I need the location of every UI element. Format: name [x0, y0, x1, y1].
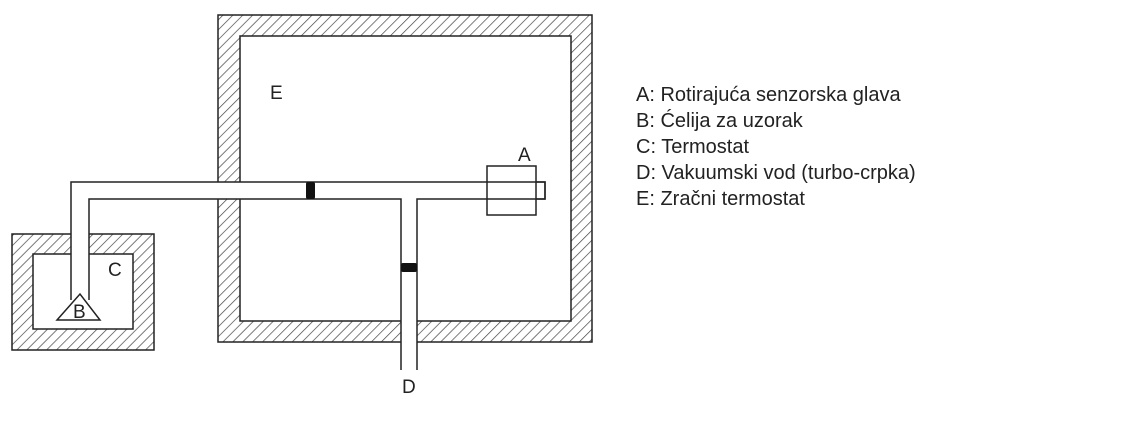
legend-item-d: D: Vakuumski vod (turbo-crpka)	[636, 162, 916, 184]
legend-item-a: A: Rotirajuća senzorska glava	[636, 84, 901, 106]
vacuum-tube	[401, 182, 417, 370]
rotating-sensor-head	[486, 165, 546, 216]
valve-vertical	[401, 263, 417, 272]
legend-item-c: C: Termostat	[636, 136, 749, 158]
sample-cell	[55, 292, 102, 321]
sample-tube	[71, 182, 89, 300]
label-c: C	[108, 260, 122, 281]
air-thermostat-chamber	[217, 14, 593, 343]
label-a: A	[518, 145, 531, 166]
label-e: E	[270, 83, 283, 104]
thermostat-box	[11, 233, 155, 351]
label-d: D	[402, 377, 416, 398]
legend: A: Rotirajuća senzorska glava B: Ćelija …	[636, 82, 916, 212]
valve-horizontal	[306, 182, 315, 199]
legend-item-b: B: Ćelija za uzorak	[636, 110, 803, 132]
apparatus-diagram: E A C B D	[11, 14, 593, 398]
legend-item-e: E: Zračni termostat	[636, 188, 805, 210]
label-b: B	[73, 302, 86, 323]
